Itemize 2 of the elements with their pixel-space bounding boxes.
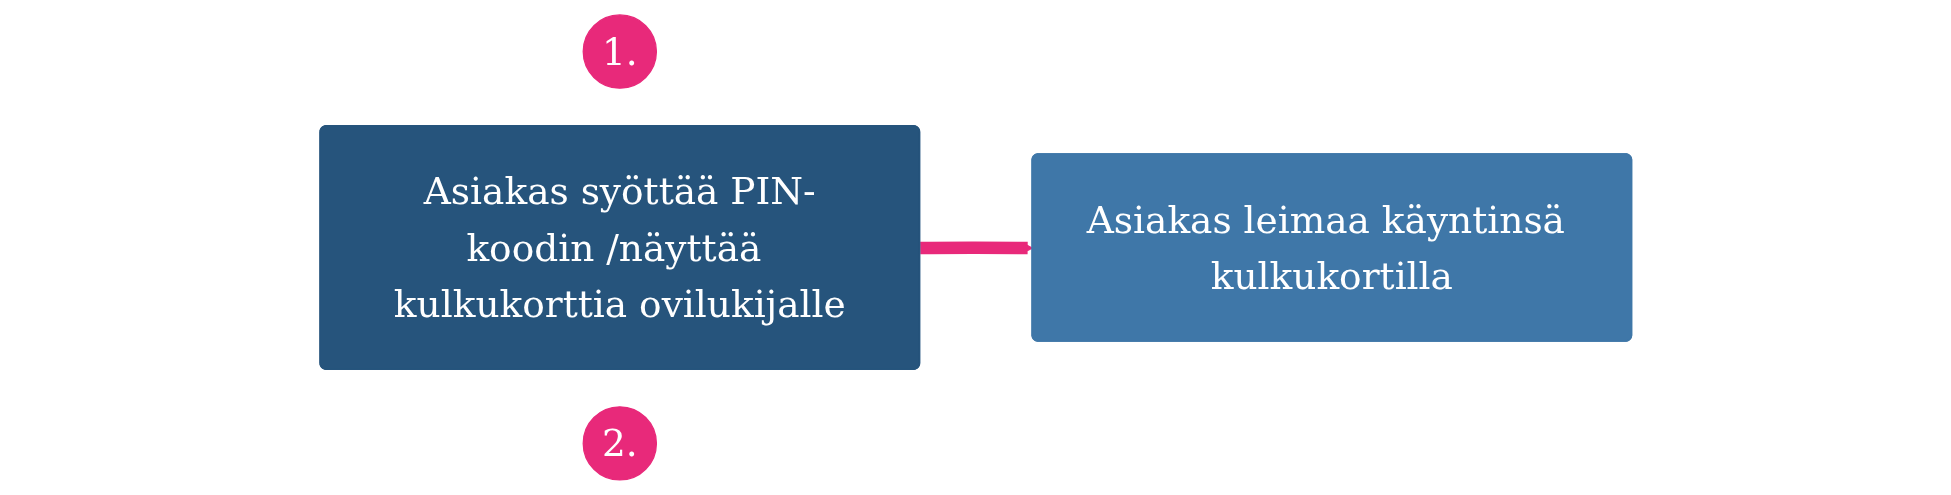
node-circle: 1. — [582, 14, 657, 89]
node-circle: 2. — [582, 406, 657, 481]
